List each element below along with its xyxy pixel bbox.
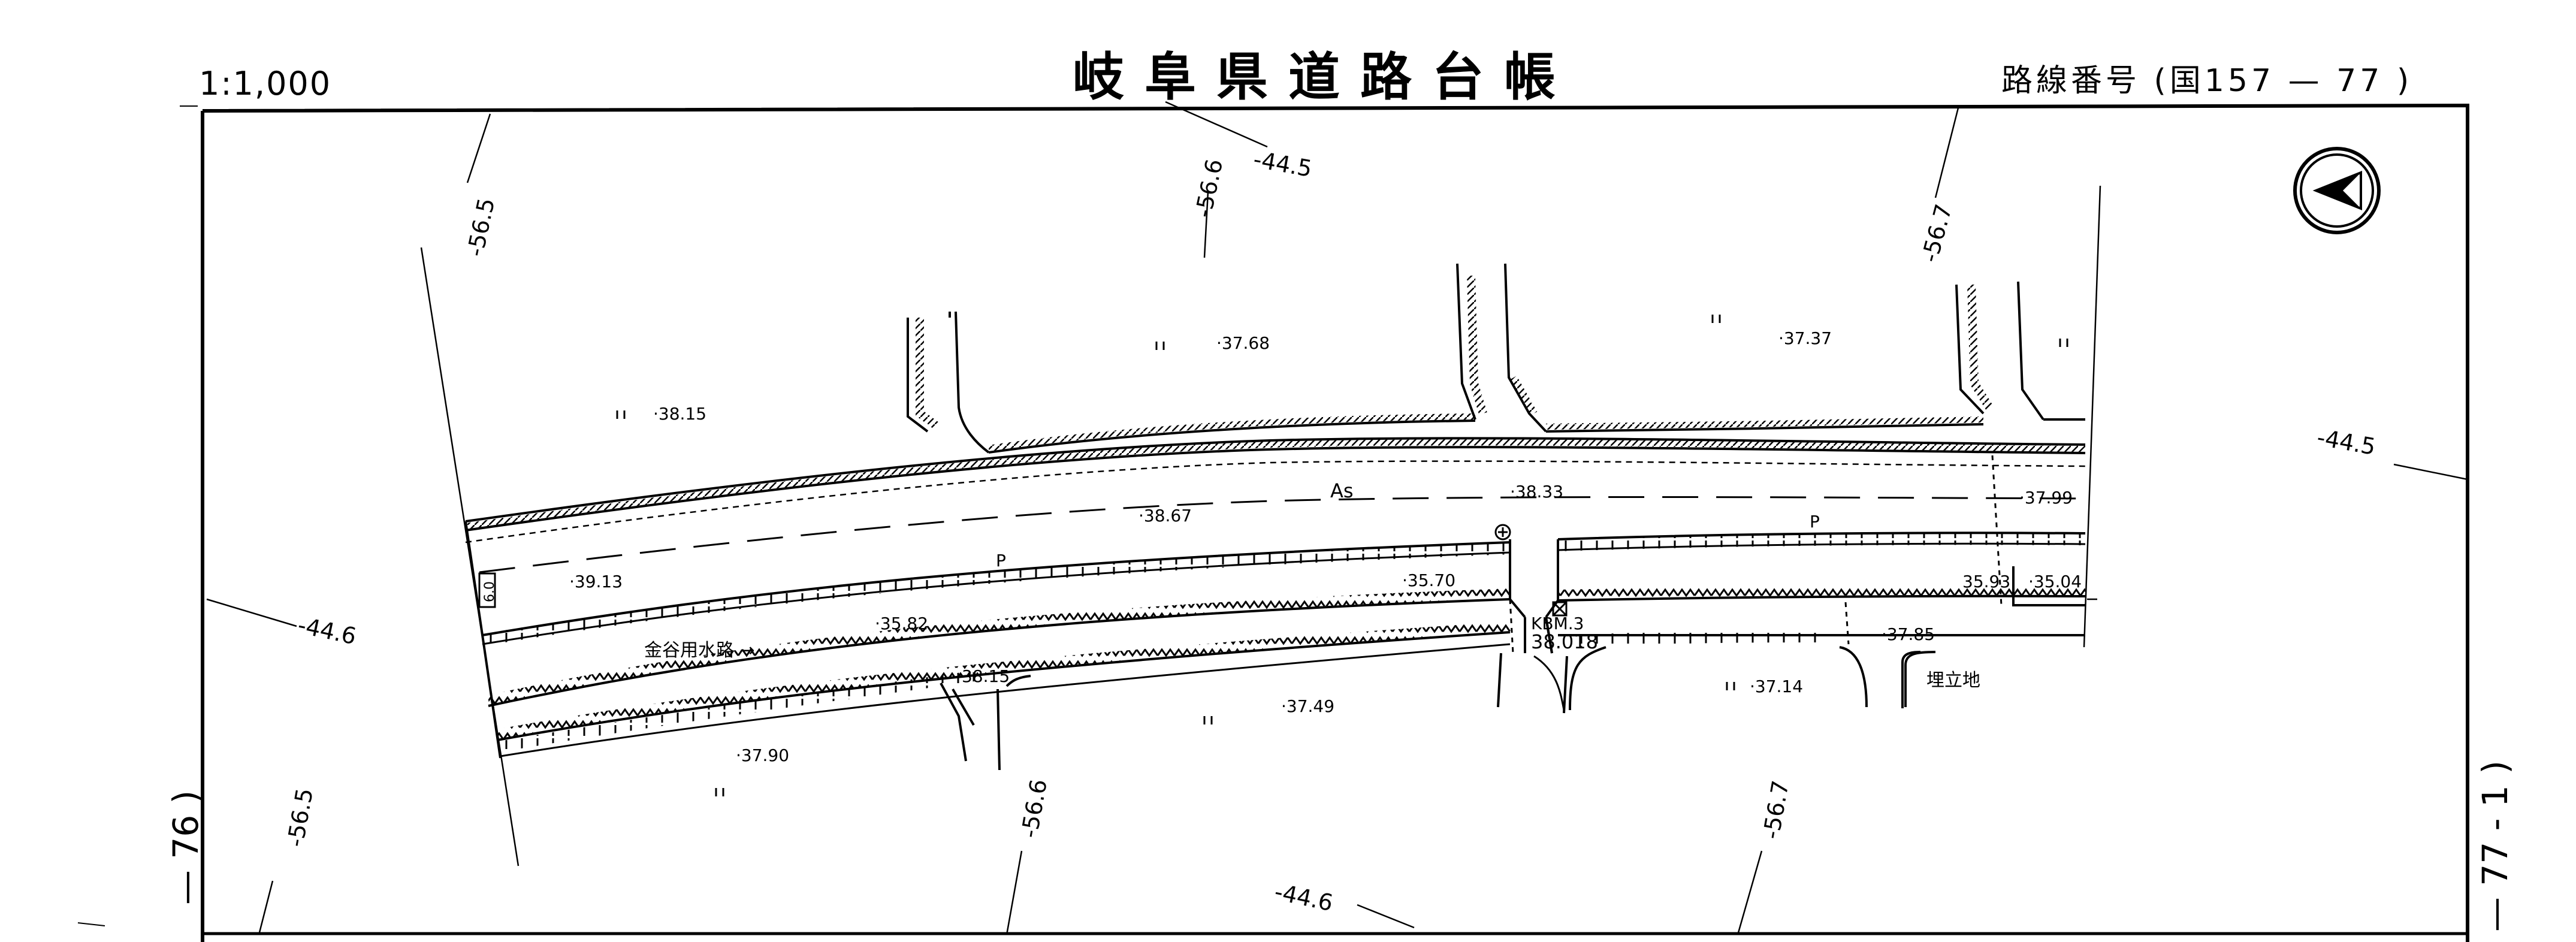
crossing-side-roads [1497, 539, 1936, 714]
south-branch-roads [940, 675, 1031, 771]
route-number: 路線番号 (国157 — 77 ) [2001, 63, 2413, 99]
sheet-title: 岐阜県道路台帳 [1073, 47, 1576, 107]
spot-elevation: 35.93 [1962, 572, 2010, 591]
parking-label: P [996, 551, 1006, 570]
grid-label: -44.6 [295, 612, 358, 650]
spot-elevation: ·37.85 [1882, 624, 1935, 644]
spot-elevation: ·38.33 [1510, 482, 1563, 502]
pavement-label: As [1330, 479, 1354, 502]
north-arrow-icon [2293, 147, 2381, 234]
dotted-connectors [1509, 455, 2003, 654]
map-scale: 1:1,000 [199, 65, 332, 102]
adjacent-sheet-right: — 77 - 1 ) [2475, 760, 2515, 932]
adjacent-sheet-left: — 76 ) [165, 790, 206, 905]
road-south-edge [481, 532, 2086, 646]
spot-elevation: ·37.37 [1778, 328, 1832, 348]
spot-elevation: ·38.15 [653, 404, 706, 424]
road-centerline [479, 496, 2086, 573]
benchmark-value: 38.018 [1531, 630, 1598, 653]
north-side-streets [907, 263, 2085, 454]
landfill-area [1901, 651, 1921, 708]
spot-elevation: ·37.68 [1216, 333, 1270, 353]
spot-elevation: ·35.70 [1402, 570, 1455, 590]
spot-elevation: ·39.13 [569, 572, 623, 591]
map-frame [77, 103, 2469, 942]
road-north-edge [465, 437, 2086, 544]
waterway-label: 金谷用水路 → [644, 640, 755, 661]
spot-elevation: ·38.67 [1138, 506, 1192, 526]
spot-elevation: ·37.99 [2019, 488, 2073, 508]
spot-elevation: ·37.90 [736, 745, 789, 765]
spot-elevation: 38.15 [962, 666, 1010, 686]
spot-elevation: ·37.49 [1281, 696, 1334, 716]
spot-elevation: ·37.14 [1750, 677, 1803, 696]
waterway-banks [487, 585, 2086, 757]
grid-label: -56.5 [282, 786, 318, 849]
road-west-end [464, 521, 502, 759]
road-sign-value: 6.0 [482, 581, 497, 602]
grid-label: -56.6 [1016, 777, 1052, 840]
road-marks [478, 524, 1568, 711]
spot-elevation: ·35.04 [2028, 572, 2082, 591]
grid-label: -44.6 [1272, 878, 1335, 916]
grid-label: -44.5 [2315, 424, 2377, 460]
grid-label: -56.5 [462, 196, 500, 259]
grid-label: -56.7 [1758, 778, 1794, 841]
spot-elevation: ·35.82 [875, 614, 928, 633]
parcel-boundaries [420, 185, 2101, 866]
benchmark-id: KBM.3 [1531, 614, 1584, 633]
grass-marks [616, 315, 2068, 796]
landfill-label: 埋立地 [1926, 670, 1980, 691]
grid-lines [206, 101, 2468, 935]
grid-label: -56.6 [1190, 157, 1228, 220]
parking-label: P [1810, 512, 1820, 532]
structure-box [2012, 566, 2085, 606]
grid-label: -56.7 [1916, 201, 1957, 265]
grid-label: -44.5 [1251, 146, 1313, 182]
